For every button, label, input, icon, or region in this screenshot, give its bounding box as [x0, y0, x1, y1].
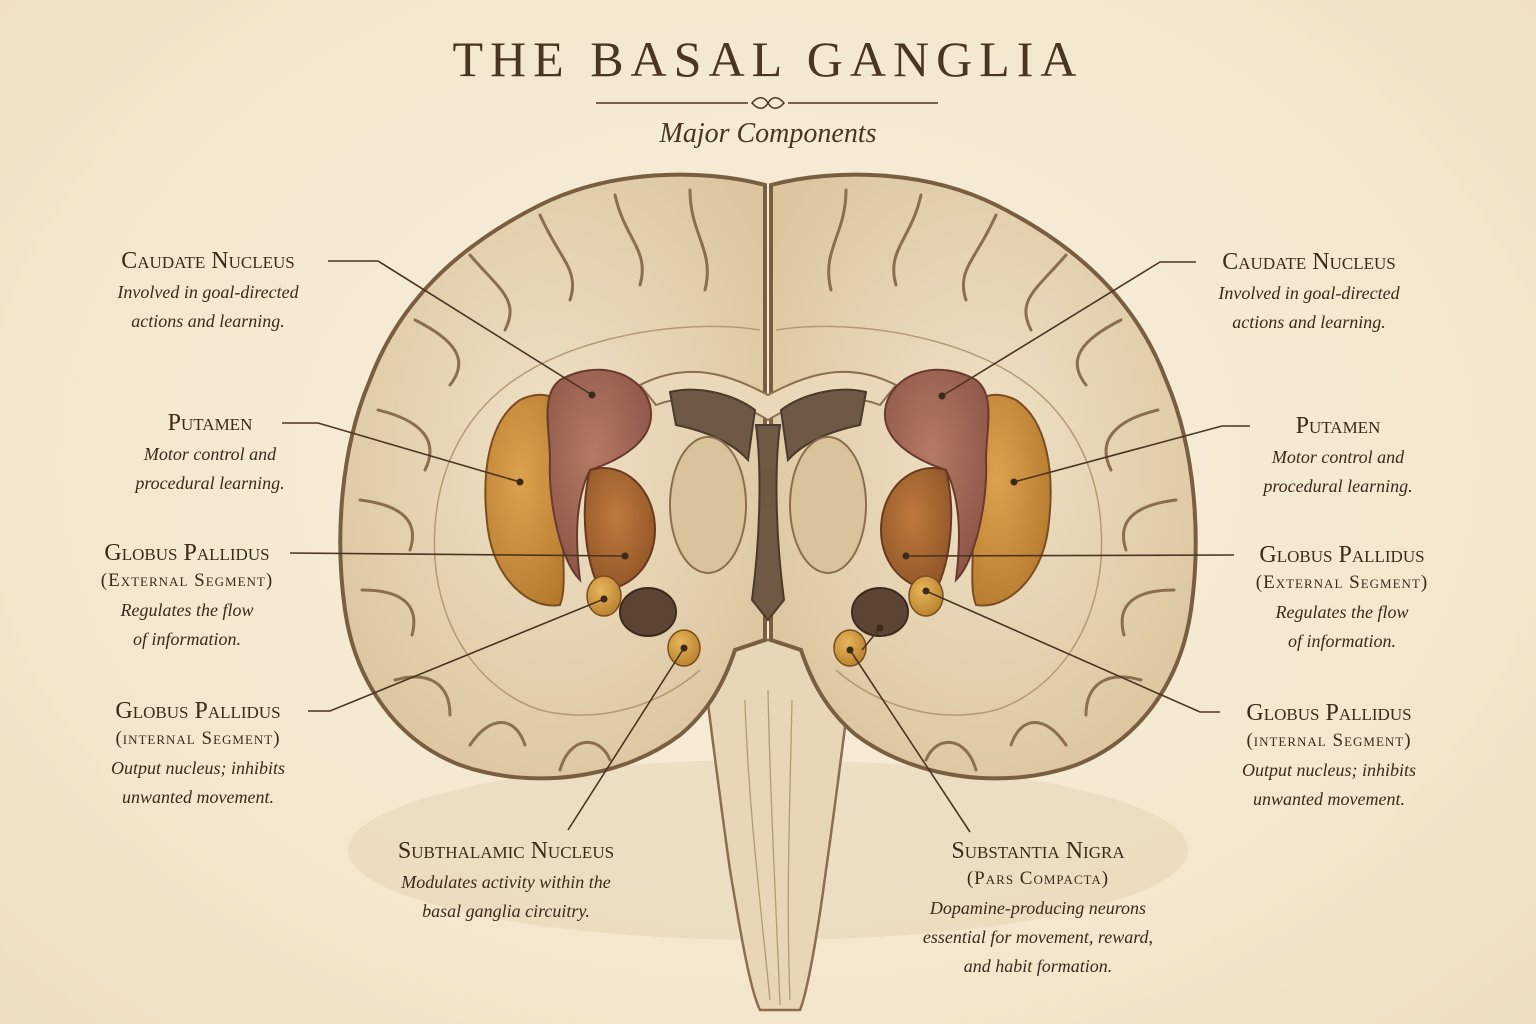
label-desc: Dopamine-producing neurons essential for… — [898, 894, 1178, 981]
label-segment: (internal Segment) — [88, 726, 308, 752]
label-name: Globus Pallidus — [1236, 540, 1448, 570]
label-name: Caudate Nucleus — [98, 246, 318, 276]
label-caudate-right: Caudate Nucleus Involved in goal-directe… — [1198, 247, 1420, 337]
left-thalamus — [670, 437, 746, 573]
label-gpi-right: Globus Pallidus (internal Segment) Outpu… — [1218, 698, 1440, 814]
label-gpe-right: Globus Pallidus (External Segment) Regul… — [1236, 540, 1448, 656]
label-name: Subthalamic Nucleus — [376, 836, 636, 866]
label-desc: Regulates the flow of information. — [1236, 598, 1448, 656]
label-desc: Motor control and procedural learning. — [110, 440, 310, 498]
label-name: Globus Pallidus — [88, 696, 308, 726]
right-thalamus — [790, 437, 866, 573]
label-segment: (Pars Compacta) — [898, 866, 1178, 892]
label-desc: Output nucleus; inhibits unwanted moveme… — [1218, 756, 1440, 814]
label-desc: Output nucleus; inhibits unwanted moveme… — [88, 754, 308, 812]
label-name: Globus Pallidus — [82, 538, 292, 568]
label-name: Caudate Nucleus — [1198, 247, 1420, 277]
left-substantia-nigra — [620, 588, 676, 636]
label-segment: (External Segment) — [82, 568, 292, 594]
label-gpi-left: Globus Pallidus (internal Segment) Outpu… — [88, 696, 308, 812]
label-name: Putamen — [1240, 411, 1436, 441]
label-desc: Motor control and procedural learning. — [1240, 443, 1436, 501]
label-subthalamic: Subthalamic Nucleus Modulates activity w… — [376, 836, 636, 926]
label-name: Substantia Nigra — [898, 836, 1178, 866]
label-gpe-left: Globus Pallidus (External Segment) Regul… — [82, 538, 292, 654]
label-putamen-right: Putamen Motor control and procedural lea… — [1240, 411, 1436, 501]
label-putamen-left: Putamen Motor control and procedural lea… — [110, 408, 310, 498]
page-title: THE BASAL GANGLIA — [0, 30, 1536, 88]
label-desc: Modulates activity within the basal gang… — [376, 868, 636, 926]
title-divider — [596, 98, 938, 109]
label-desc: Regulates the flow of information. — [82, 596, 292, 654]
label-segment: (internal Segment) — [1218, 728, 1440, 754]
label-substantia-nigra: Substantia Nigra (Pars Compacta) Dopamin… — [898, 836, 1178, 981]
page-subtitle: Major Components — [0, 118, 1536, 150]
label-desc: Involved in goal-directed actions and le… — [1198, 279, 1420, 337]
label-name: Globus Pallidus — [1218, 698, 1440, 728]
label-desc: Involved in goal-directed actions and le… — [98, 278, 318, 336]
label-segment: (External Segment) — [1236, 570, 1448, 596]
label-caudate-left: Caudate Nucleus Involved in goal-directe… — [98, 246, 318, 336]
label-name: Putamen — [110, 408, 310, 438]
